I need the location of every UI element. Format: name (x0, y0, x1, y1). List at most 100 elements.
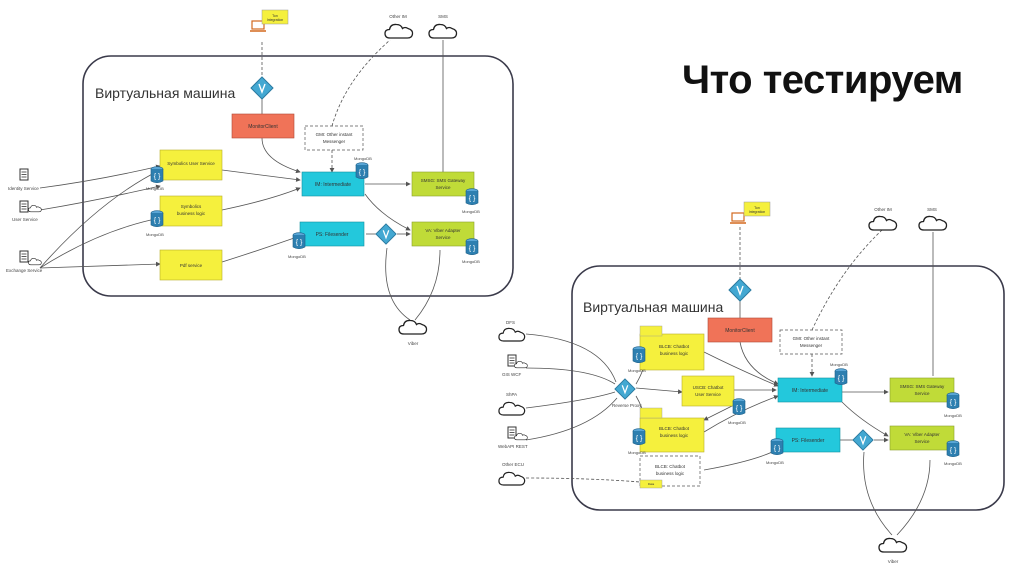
va-label-2: Service (435, 235, 451, 240)
va-label-1: VA: Viber Adapter (425, 228, 461, 233)
gmi-label-2: Messenger (323, 139, 346, 144)
im-intermediate-box (777, 377, 843, 403)
im-intermediate-box (301, 171, 365, 197)
smsg-db-icon (946, 392, 960, 410)
im-intermediate-label: IM: Intermediate (792, 388, 828, 394)
monitor-client-label: MonitorClient (248, 124, 278, 130)
uscb-box (681, 375, 735, 407)
smsg-box (889, 377, 955, 403)
ps-filesender-label: PS: Filesender (316, 232, 349, 238)
reverse-proxy-label: Reverse Proxy (612, 403, 642, 408)
ps-db-label: MongoDB (288, 254, 306, 259)
smsg-db-label: MongoDB (944, 413, 962, 418)
monitor-client-label: MonitorClient (725, 328, 755, 334)
exchange-cloud-icon (28, 258, 42, 266)
vm-title: Виртуальная машина (583, 299, 723, 315)
va-db-icon (946, 440, 960, 458)
smsg-db-label: MongoDB (462, 209, 480, 214)
user-service-label: User Service (12, 217, 38, 222)
blcb-top-db-icon (632, 346, 646, 364)
uscb-label-1: USCB: Chatbot (693, 385, 725, 390)
identity-service-label: Identity Service (8, 186, 39, 191)
im-db-label: MongoDB (354, 156, 372, 161)
smsg-label-1: SMSG: SMS Gateway (900, 384, 945, 389)
va-db-label: MongoDB (462, 259, 480, 264)
gateway-diamond-icon (250, 76, 274, 100)
sms-cloud-icon (918, 215, 948, 231)
va-db-label: MongoDB (944, 461, 962, 466)
shpa-cloud-icon (498, 401, 526, 416)
shpa-label: ShPA (506, 392, 517, 397)
exchange-server-icon (19, 250, 29, 263)
gateway-diamond-icon (728, 278, 752, 302)
va-label-1: VA: Viber Adapter (904, 432, 940, 437)
other-ecu-label: Other ECU (502, 462, 524, 467)
gmi-box (779, 329, 843, 355)
ps-db-icon (292, 232, 306, 250)
blcb-dashed-label-1: BLCB: Chatbot (655, 464, 686, 469)
top-note-line1: Ton (754, 206, 760, 210)
sus-db-icon (150, 166, 164, 184)
uscb-label-2: User Service (695, 392, 721, 397)
smsg-label-2: Service (914, 391, 930, 396)
page-title: Что тестируем (682, 58, 963, 102)
other-im-cloud-icon (384, 23, 414, 39)
symbolics-user-service-box (159, 149, 223, 181)
gmi-label-1: GMI: Other instant (316, 132, 354, 137)
smsg-label-1: SMSG: SMS Gateway (421, 178, 466, 183)
sbl-db-icon (150, 210, 164, 228)
dfs-cloud-icon (498, 327, 526, 342)
vm-title: Виртуальная машина (95, 85, 235, 101)
im-db-icon (355, 162, 369, 180)
pdf-service-label: Pdf service (180, 263, 203, 268)
blcb-dashed-label-2: business logic (656, 471, 685, 476)
user-service-cloud-icon (28, 205, 42, 213)
symbolics-bl-label-1: Symbolics (181, 204, 202, 209)
viber-cloud-icon (398, 319, 428, 335)
ps-db-label: MongoDB (766, 460, 784, 465)
blcb-top-db-label: MongoDB (628, 368, 646, 373)
top-note-line2: Integration (749, 210, 766, 214)
ps-db-icon (770, 438, 784, 456)
monitor-client-box (707, 317, 773, 343)
im-db-icon (834, 368, 848, 386)
sms-label: SMS (438, 14, 448, 19)
sbl-db-label: MongoDB (146, 232, 164, 237)
reverse-proxy-icon (614, 378, 636, 400)
exchange-service-label: Exchange Service (6, 268, 43, 273)
viber-label: Viber (408, 341, 419, 346)
va-db-icon (465, 238, 479, 256)
blcb-bottom-label-2: business logic (660, 433, 689, 438)
blcb-dashed-note (639, 479, 663, 489)
blcb-top-label-1: BLCB: Chatbot (659, 344, 690, 349)
sms-label: SMS (927, 207, 937, 212)
webapi-rest-label: WebAPI REST (498, 444, 528, 449)
im-db-label: MongoDB (830, 362, 848, 367)
smsg-box (411, 171, 475, 197)
smsg-db-icon (465, 188, 479, 206)
laptop-icon (730, 212, 746, 224)
viber-cloud-icon (878, 537, 908, 553)
blcb-bottom-db-icon (632, 428, 646, 446)
gmi-label-2: Messenger (800, 343, 823, 348)
ps-filesender-box (775, 427, 841, 453)
symbolics-user-service-label: Symbolics User Service (167, 161, 215, 166)
other-im-label: Other IM (874, 207, 892, 212)
blcb-top-note (639, 325, 663, 337)
sus-db-label: MongoDB (146, 186, 164, 191)
im-intermediate-label: IM: Intermediate (315, 182, 351, 188)
gmi-label-1: GMI: Other instant (793, 336, 831, 341)
user-server-icon (19, 200, 29, 213)
left-diagram: Виртуальная машина Ton Integration Other… (6, 9, 514, 346)
proxy-diamond-icon (852, 429, 874, 451)
va-box (411, 221, 475, 247)
va-label-2: Service (914, 439, 930, 444)
identity-server-icon (19, 168, 29, 181)
right-diagram: Виртуальная машина Ton Integration (498, 201, 1005, 564)
other-ecu-cloud-icon (498, 471, 526, 486)
blcb-top-label-2: business logic (660, 351, 689, 356)
other-im-label: Other IM (389, 14, 407, 19)
blcb-bottom-label-1: BLCB: Chatbot (659, 426, 690, 431)
monitor-client-box (231, 113, 295, 139)
